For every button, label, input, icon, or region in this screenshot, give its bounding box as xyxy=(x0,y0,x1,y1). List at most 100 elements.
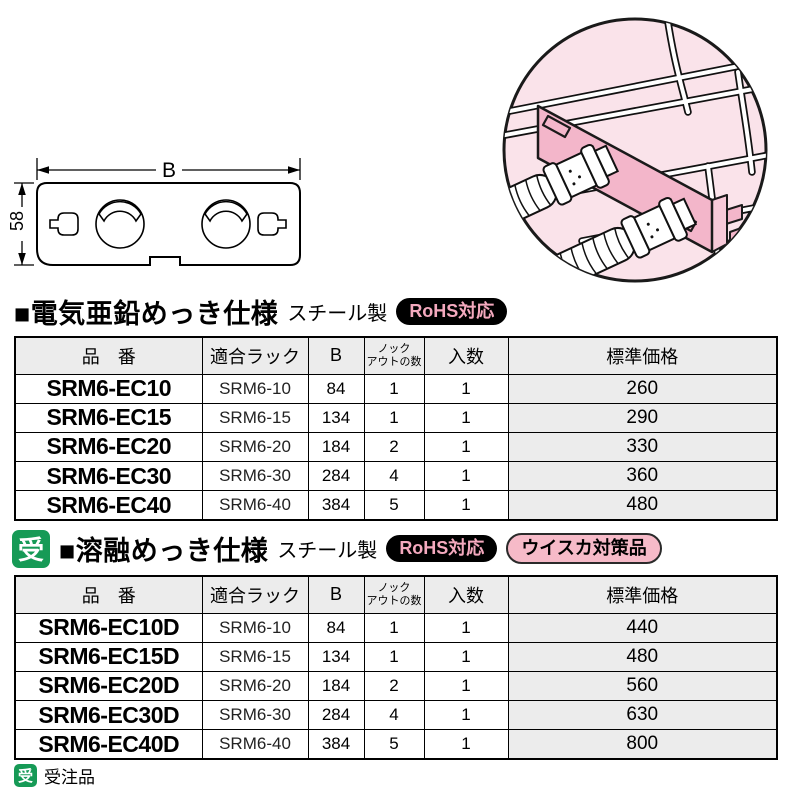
cell-qty: 1 xyxy=(423,490,509,521)
column-header-qty: 入数 xyxy=(423,575,509,614)
product-dimension-diagram: B 58 xyxy=(8,158,301,266)
dimension-label-b: B xyxy=(162,159,176,182)
column-header-part: 品 番 xyxy=(14,336,203,375)
cell-b: 184 xyxy=(307,431,365,463)
cell-knockout: 1 xyxy=(363,612,425,643)
column-header-qty: 入数 xyxy=(423,336,509,375)
table-row: SRM6-EC10 SRM6-10 84 1 1 260 xyxy=(14,373,778,404)
cell-knockout: 1 xyxy=(363,373,425,404)
table-header-row: 品 番 適合ラック B ノック アウトの数 入数 標準価格 xyxy=(14,575,778,614)
cell-price: 630 xyxy=(507,700,778,731)
column-header-price: 標準価格 xyxy=(507,336,778,375)
cell-rack: SRM6-30 xyxy=(201,461,309,492)
cell-rack: SRM6-15 xyxy=(201,641,309,672)
cell-b: 284 xyxy=(307,461,365,492)
cell-qty: 1 xyxy=(423,700,509,731)
column-header-b: B xyxy=(307,336,365,375)
cell-rack: SRM6-20 xyxy=(201,670,309,702)
cell-price: 560 xyxy=(507,670,778,702)
cell-rack: SRM6-15 xyxy=(201,402,309,433)
cell-price: 290 xyxy=(507,402,778,433)
cell-qty: 1 xyxy=(423,461,509,492)
cell-qty: 1 xyxy=(423,402,509,433)
cell-part: SRM6-EC40 xyxy=(14,490,203,521)
cell-b: 134 xyxy=(307,641,365,672)
cell-knockout: 5 xyxy=(363,490,425,521)
cell-part: SRM6-EC30 xyxy=(14,461,203,492)
table-header-row: 品 番 適合ラック B ノック アウトの数 入数 標準価格 xyxy=(14,336,778,375)
cell-b: 134 xyxy=(307,402,365,433)
section-header-zinc: ■電気亜鉛めっき仕様 スチール製 RoHS対応 xyxy=(14,292,508,331)
knockout-holes xyxy=(95,199,251,249)
cell-rack: SRM6-40 xyxy=(201,729,309,760)
cell-knockout: 2 xyxy=(363,670,425,702)
footnote-text: 受注品 xyxy=(44,768,95,787)
cell-b: 384 xyxy=(307,729,365,760)
cell-price: 360 xyxy=(507,461,778,492)
cell-part: SRM6-EC10D xyxy=(14,612,203,643)
cell-rack: SRM6-40 xyxy=(201,490,309,521)
section-title: ■電気亜鉛めっき仕様 xyxy=(14,299,279,329)
cell-knockout: 4 xyxy=(363,461,425,492)
table-row: SRM6-EC20 SRM6-20 184 2 1 330 xyxy=(14,431,778,463)
cell-price: 330 xyxy=(507,431,778,463)
cell-rack: SRM6-30 xyxy=(201,700,309,731)
spec-table-hotdip: 品 番 適合ラック B ノック アウトの数 入数 標準価格 SRM6-EC10D… xyxy=(14,575,778,760)
cell-b: 84 xyxy=(307,612,365,643)
cell-knockout: 4 xyxy=(363,700,425,731)
order-item-badge: 受 xyxy=(14,764,37,787)
table-row: SRM6-EC10D SRM6-10 84 1 1 440 xyxy=(14,612,778,643)
section-header-hotdip: 受 ■溶融めっき仕様 スチール製 RoHS対応 ウイスカ対策品 xyxy=(12,529,662,568)
column-header-part: 品 番 xyxy=(14,575,203,614)
material-label: スチール製 xyxy=(277,540,378,562)
cell-qty: 1 xyxy=(423,670,509,702)
cell-b: 284 xyxy=(307,700,365,731)
column-header-rack: 適合ラック xyxy=(201,575,309,614)
cell-b: 84 xyxy=(307,373,365,404)
column-header-knockout: ノック アウトの数 xyxy=(363,336,425,375)
cell-qty: 1 xyxy=(423,729,509,760)
side-slots xyxy=(49,212,287,236)
material-label: スチール製 xyxy=(287,303,388,325)
cell-b: 184 xyxy=(307,670,365,702)
table-row: SRM6-EC15 SRM6-15 134 1 1 290 xyxy=(14,402,778,433)
cell-part: SRM6-EC20D xyxy=(14,670,203,702)
column-header-price: 標準価格 xyxy=(507,575,778,614)
dimension-arrowheads xyxy=(18,166,300,265)
cell-part: SRM6-EC40D xyxy=(14,729,203,760)
cell-part: SRM6-EC30D xyxy=(14,700,203,731)
section-title: ■溶融めっき仕様 xyxy=(59,536,269,566)
cell-qty: 1 xyxy=(423,431,509,463)
column-header-rack: 適合ラック xyxy=(201,336,309,375)
cell-part: SRM6-EC15 xyxy=(14,402,203,433)
whisker-badge: ウイスカ対策品 xyxy=(506,532,662,565)
application-illustration xyxy=(502,17,768,283)
table-row: SRM6-EC30 SRM6-30 284 4 1 360 xyxy=(14,461,778,492)
table-row: SRM6-EC15D SRM6-15 134 1 1 480 xyxy=(14,641,778,672)
spec-table-zinc: 品 番 適合ラック B ノック アウトの数 入数 標準価格 SRM6-EC10 … xyxy=(14,336,778,521)
rohs-badge: RoHS対応 xyxy=(396,297,508,326)
cell-price: 480 xyxy=(507,490,778,521)
cell-qty: 1 xyxy=(423,612,509,643)
cell-b: 384 xyxy=(307,490,365,521)
rohs-badge: RoHS対応 xyxy=(386,534,498,563)
cell-knockout: 2 xyxy=(363,431,425,463)
cell-knockout: 1 xyxy=(363,641,425,672)
cell-price: 800 xyxy=(507,729,778,760)
cell-qty: 1 xyxy=(423,641,509,672)
table-row: SRM6-EC30D SRM6-30 284 4 1 630 xyxy=(14,700,778,731)
cell-price: 480 xyxy=(507,641,778,672)
cell-knockout: 5 xyxy=(363,729,425,760)
table-row: SRM6-EC40 SRM6-40 384 5 1 480 xyxy=(14,490,778,521)
column-header-b: B xyxy=(307,575,365,614)
order-item-footnote: 受 受注品 xyxy=(14,763,95,788)
cell-qty: 1 xyxy=(423,373,509,404)
cell-price: 260 xyxy=(507,373,778,404)
order-item-badge: 受 xyxy=(12,529,50,568)
cell-part: SRM6-EC20 xyxy=(14,431,203,463)
cell-part: SRM6-EC10 xyxy=(14,373,203,404)
column-header-knockout: ノック アウトの数 xyxy=(363,575,425,614)
dimension-label-58: 58 xyxy=(8,211,27,231)
cell-part: SRM6-EC15D xyxy=(14,641,203,672)
